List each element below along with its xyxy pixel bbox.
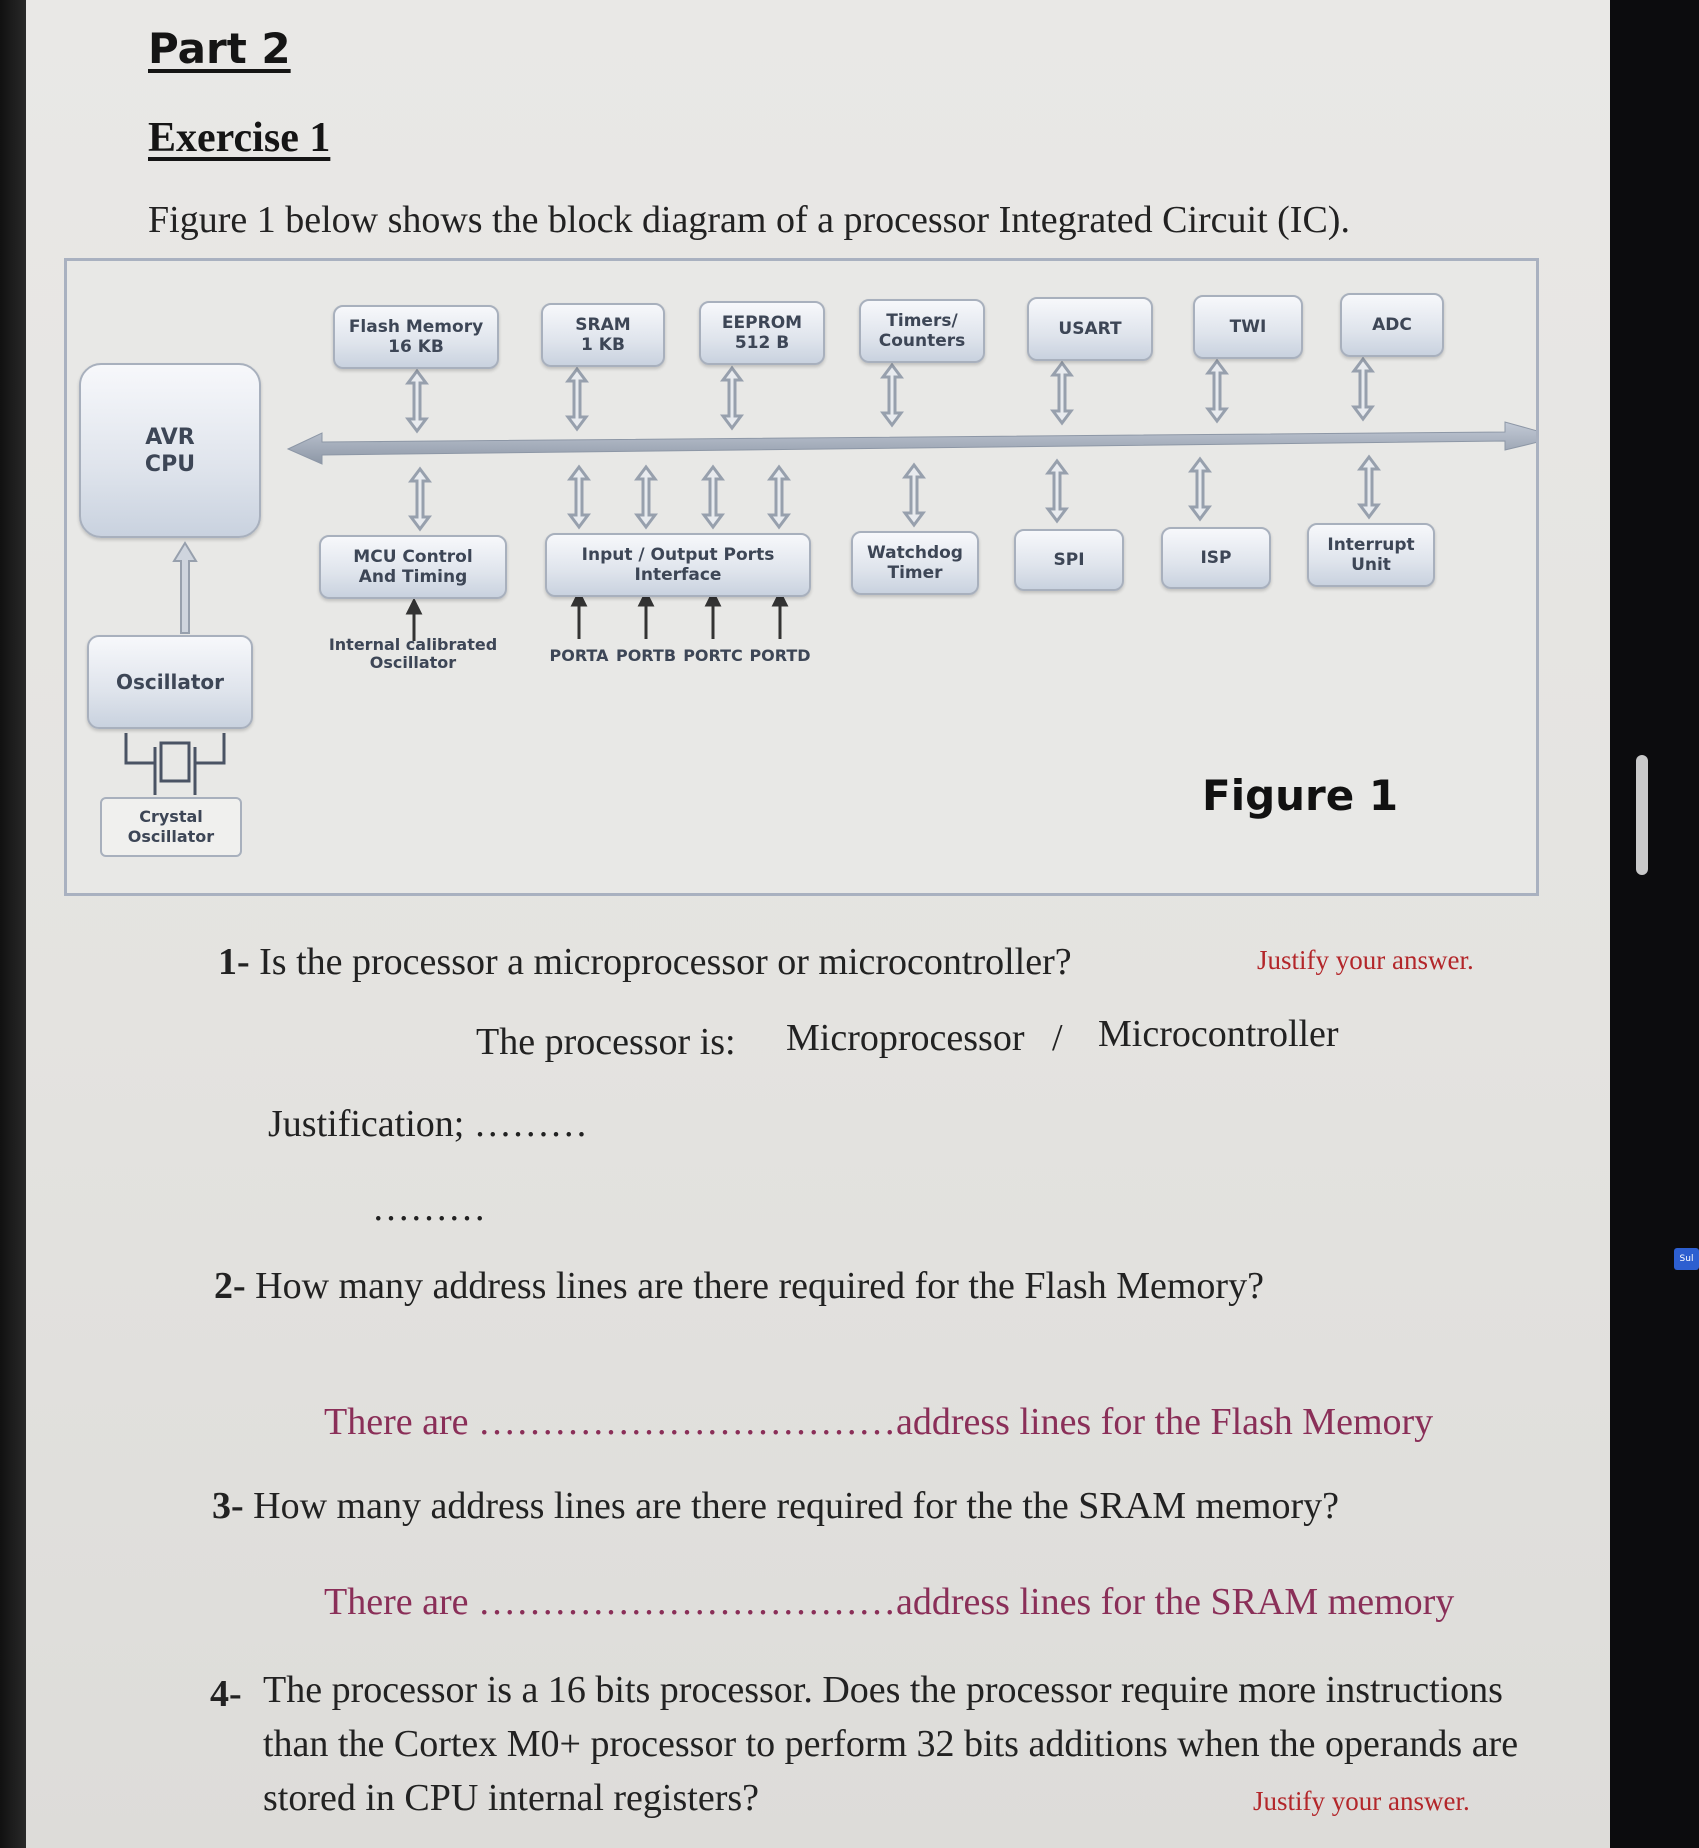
crystal-symbol (124, 733, 226, 795)
exercise-title: Exercise 1 (148, 115, 331, 161)
q1-question: 1- Is the processor a microprocessor or … (218, 941, 1072, 983)
port-label-d: PORTD (749, 646, 811, 665)
port-label-c: PORTC (683, 646, 743, 665)
q4-number: 4- (210, 1673, 242, 1715)
q4-line-1: The processor is a 16 bits processor. Do… (263, 1669, 1503, 1711)
q2-question: 2- How many address lines are there requ… (214, 1265, 1264, 1307)
oscillator-block: Oscillator (87, 635, 253, 729)
timers-counters-block: Timers/Counters (859, 299, 985, 363)
screen-left-edge (0, 0, 28, 1848)
option-separator: / (1052, 1017, 1063, 1059)
port-arrows (405, 589, 789, 641)
spi-block: SPI (1014, 529, 1124, 591)
q2-answer-line[interactable]: There are ……………………………address lines for t… (324, 1401, 1434, 1443)
side-button[interactable]: Sul (1674, 1248, 1699, 1270)
isp-block: ISP (1161, 527, 1271, 589)
q1-justification-dots[interactable]: ……… (372, 1187, 486, 1229)
adc-block: ADC (1340, 293, 1444, 357)
q3-question: 3- How many address lines are there requ… (212, 1485, 1339, 1527)
oscillator-to-cpu-arrow (172, 541, 198, 634)
q4-justify-note: Justify your answer. (1253, 1786, 1470, 1816)
q1-justify-note: Justify your answer. (1257, 945, 1474, 975)
q1-justification-line[interactable]: Justification; ……… (268, 1103, 588, 1145)
port-label-b: PORTB (615, 646, 677, 665)
system-bus-arrow (286, 421, 1536, 465)
screen-right-edge (1610, 0, 1699, 1848)
scrollbar-thumb[interactable] (1636, 755, 1648, 875)
usart-block: USART (1027, 297, 1153, 361)
top-arrows (405, 356, 1375, 434)
q4-line-3: stored in CPU internal registers? (263, 1777, 760, 1819)
option-microcontroller[interactable]: Microcontroller (1098, 1013, 1339, 1055)
q1-answer-prefix: The processor is: (476, 1021, 736, 1063)
part-title: Part 2 (148, 24, 291, 73)
q3-answer-line[interactable]: There are ……………………………address lines for t… (324, 1581, 1455, 1623)
option-microprocessor[interactable]: Microprocessor (786, 1017, 1025, 1059)
figure-label: Figure 1 (1202, 771, 1399, 820)
port-label-a: PORTA (549, 646, 609, 665)
twi-block: TWI (1193, 295, 1303, 359)
intro-text: Figure 1 below shows the block diagram o… (148, 199, 1350, 241)
q4-line-2: than the Cortex M0+ processor to perform… (263, 1723, 1519, 1765)
bottom-arrows (408, 454, 1381, 532)
diagram-arrows (124, 356, 1536, 795)
